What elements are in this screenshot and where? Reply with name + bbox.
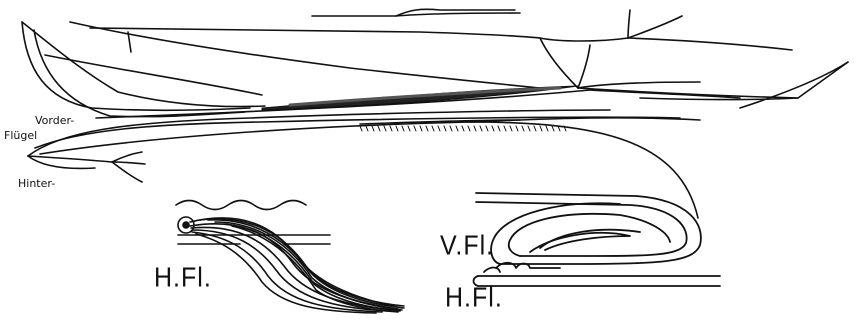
shaded-vein-region — [262, 86, 578, 110]
wing-venation — [22, 9, 848, 218]
label-flugel: Flügel — [4, 130, 37, 141]
left-detail — [176, 201, 404, 314]
hamuli-row — [360, 126, 566, 131]
label-hfl-right: H.Fl. — [445, 284, 503, 312]
right-detail — [474, 193, 721, 286]
label-hinter: Hinter- — [18, 178, 55, 189]
label-vorder: Vorder- — [35, 115, 74, 126]
label-vfl: V.Fl. — [440, 232, 494, 260]
label-hfl-left: H.Fl. — [154, 264, 212, 292]
